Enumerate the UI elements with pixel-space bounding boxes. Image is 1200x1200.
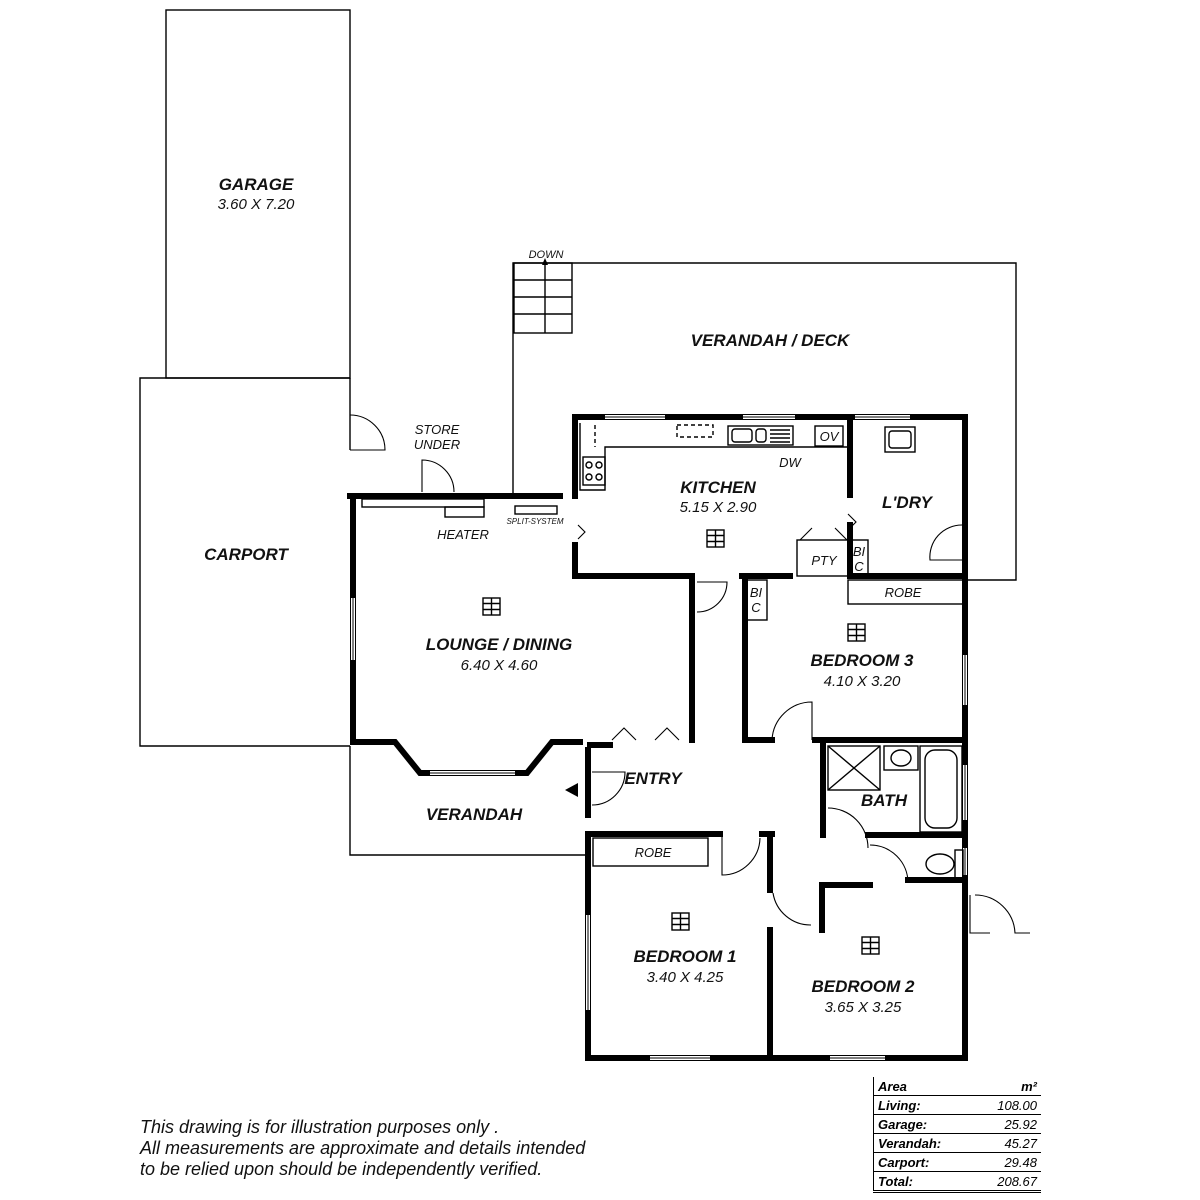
verandah-deck-outline	[512, 262, 1017, 581]
area-row-label: Verandah:	[872, 1133, 974, 1153]
area-row-value: 29.48	[973, 1152, 1041, 1172]
bic-kitchen-line2: C	[854, 559, 864, 574]
disclaimer-line: All measurements are approximate and det…	[140, 1138, 586, 1158]
bedroom2-label: BEDROOM 2	[812, 977, 916, 996]
area-header-unit: m²	[973, 1077, 1041, 1096]
verandah-label: VERANDAH	[426, 805, 523, 824]
heater-and-split	[361, 498, 558, 518]
area-table-row: Verandah: 45.27	[872, 1133, 1041, 1153]
disclaimer-line: to be relied upon should be independentl…	[140, 1159, 543, 1179]
area-table-row: Carport: 29.48	[872, 1152, 1041, 1172]
carport-outline	[139, 377, 351, 747]
heater-label: HEATER	[437, 527, 489, 542]
store-label-line1: STORE	[415, 422, 460, 437]
area-row-value: 45.27	[973, 1133, 1041, 1153]
area-table: Area m² Living: 108.00 Garage: 25.92 Ver…	[872, 1077, 1041, 1193]
disclaimer: This drawing is for illustration purpose…	[140, 1117, 660, 1180]
area-table-row: Garage: 25.92	[872, 1114, 1041, 1134]
bedroom1-size: 3.40 X 4.25	[647, 969, 724, 986]
lounge-dining-size: 6.40 X 4.60	[461, 657, 538, 674]
down-label: DOWN	[529, 249, 564, 261]
bath-fixtures	[827, 745, 964, 879]
dw-label: DW	[779, 455, 802, 470]
robe-bed1	[592, 837, 709, 867]
garage-outline	[165, 9, 351, 379]
bedroom1-label: BEDROOM 1	[634, 947, 737, 966]
bic-kitchen-line1: BI	[853, 544, 866, 559]
area-total-label: Total:	[872, 1171, 974, 1193]
bic-hall-line2: C	[751, 600, 761, 615]
area-table-row: Living: 108.00	[872, 1095, 1041, 1115]
disclaimer-line: This drawing is for illustration purpose…	[140, 1117, 500, 1137]
area-row-label: Living:	[872, 1095, 974, 1115]
garage-label: GARAGE	[219, 175, 294, 194]
area-row-value: 25.92	[973, 1114, 1041, 1134]
bath-label: BATH	[861, 791, 908, 810]
carport-label: CARPORT	[204, 545, 289, 564]
pty-label: PTY	[811, 553, 838, 568]
kitchen-size: 5.15 X 2.90	[680, 499, 757, 516]
area-row-label: Garage:	[872, 1114, 974, 1134]
store-label-line2: UNDER	[414, 437, 460, 452]
vent-icons	[482, 529, 880, 955]
split-system-label: SPLIT-SYSTEM	[506, 517, 563, 526]
area-total-value: 208.67	[973, 1171, 1041, 1193]
exterior-walls	[347, 414, 968, 1061]
robe-bed3-label: ROBE	[885, 585, 922, 600]
robe-bed1-label: ROBE	[635, 845, 672, 860]
windows	[351, 415, 967, 1060]
garage-size: 3.60 X 7.20	[218, 196, 295, 213]
kitchen-bench	[579, 423, 850, 491]
bedroom3-label: BEDROOM 3	[811, 651, 915, 670]
area-table-header: Area m²	[872, 1077, 1041, 1096]
lounge-dining-label: LOUNGE / DINING	[426, 635, 572, 654]
area-row-value: 108.00	[973, 1095, 1041, 1115]
ov-label: OV	[820, 429, 840, 444]
bedroom3-size: 4.10 X 3.20	[824, 673, 901, 690]
bedroom2-size: 3.65 X 3.25	[825, 999, 902, 1016]
laundry-tub	[884, 426, 916, 453]
verandah-deck-label: VERANDAH / DECK	[691, 331, 851, 350]
entry-label: ENTRY	[624, 769, 683, 788]
area-header-label: Area	[872, 1077, 974, 1096]
doors	[349, 414, 1030, 934]
laundry-label: L'DRY	[882, 493, 934, 512]
area-row-label: Carport:	[872, 1152, 974, 1172]
stairs	[513, 258, 573, 334]
bic-hall-line1: BI	[750, 585, 763, 600]
kitchen-label: KITCHEN	[680, 478, 756, 497]
area-table-total-row: Total: 208.67	[872, 1171, 1041, 1193]
front-verandah-outline	[349, 746, 585, 856]
pantry-and-bic	[744, 539, 966, 621]
